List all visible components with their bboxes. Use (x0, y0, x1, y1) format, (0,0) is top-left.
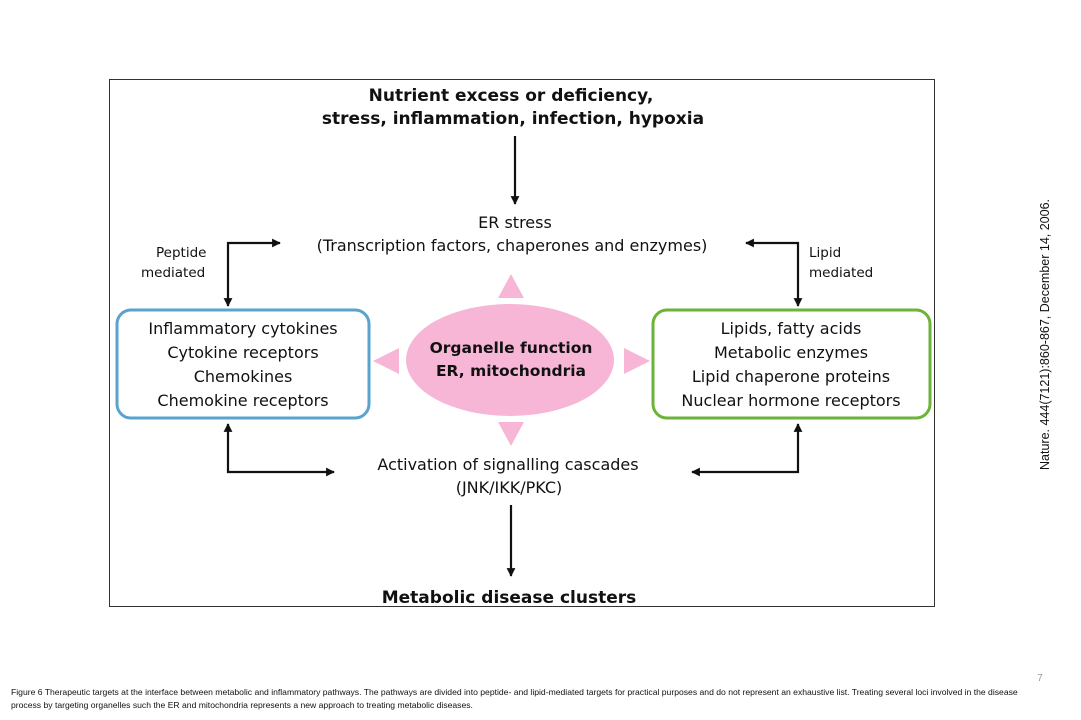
left-box-item: Inflammatory cytokines (148, 319, 337, 338)
right-targets-box (651, 308, 932, 420)
signalling-cascades-subtitle: (JNK/IKK/PKC) (456, 478, 563, 497)
top-title-line1: Nutrient excess or deficiency, (369, 86, 654, 106)
right-box-item: Lipid chaperone proteins (692, 367, 890, 386)
left-targets-box (115, 308, 371, 420)
pink-arrow-right (624, 348, 650, 374)
er-stress-subtitle: (Transcription factors, chaperones and e… (317, 236, 708, 255)
left-box-item: Chemokines (194, 367, 293, 386)
organelle-function-ellipse (406, 304, 614, 416)
organelle-function-title: Organelle function (430, 339, 593, 357)
figure-frame: Nutrient excess or deficiency, stress, i… (109, 79, 935, 608)
pink-arrow-up (498, 274, 524, 298)
arrow-left-box-to-signalling (223, 423, 335, 477)
peptide-mediated-label-line2: mediated (141, 265, 205, 281)
figure-caption: Figure 6 Therapeutic targets at the inte… (11, 687, 1018, 710)
right-box-item: Nuclear hormone receptors (681, 391, 900, 410)
arrow-lipid-mediated (745, 238, 803, 307)
arrow-peptide-mediated (223, 238, 281, 307)
right-box-item: Lipids, fatty acids (721, 319, 862, 338)
er-stress-title: ER stress (478, 213, 552, 232)
pink-arrow-down (498, 422, 524, 446)
pink-arrow-left (373, 348, 399, 374)
lipid-mediated-label-line2: mediated (809, 265, 873, 281)
signalling-cascades-title: Activation of signalling cascades (377, 455, 638, 474)
left-box-item: Cytokine receptors (167, 343, 318, 362)
lipid-mediated-label-line1: Lipid (809, 245, 841, 261)
left-box-item: Chemokine receptors (157, 391, 328, 410)
bottom-title: Metabolic disease clusters (382, 588, 637, 608)
arrow-right-box-to-signalling (691, 423, 803, 477)
organelle-function-subtitle: ER, mitochondria (436, 362, 586, 380)
peptide-mediated-label-line1: Peptide (156, 245, 206, 261)
top-title-line2: stress, inflammation, infection, hypoxia (322, 109, 704, 129)
pathway-diagram: Nutrient excess or deficiency, stress, i… (115, 86, 932, 608)
right-box-item: Metabolic enzymes (714, 343, 868, 362)
citation: Nature. 444(7121):860-867, December 14, … (1038, 198, 1052, 470)
page-number: 7 (1037, 673, 1043, 684)
